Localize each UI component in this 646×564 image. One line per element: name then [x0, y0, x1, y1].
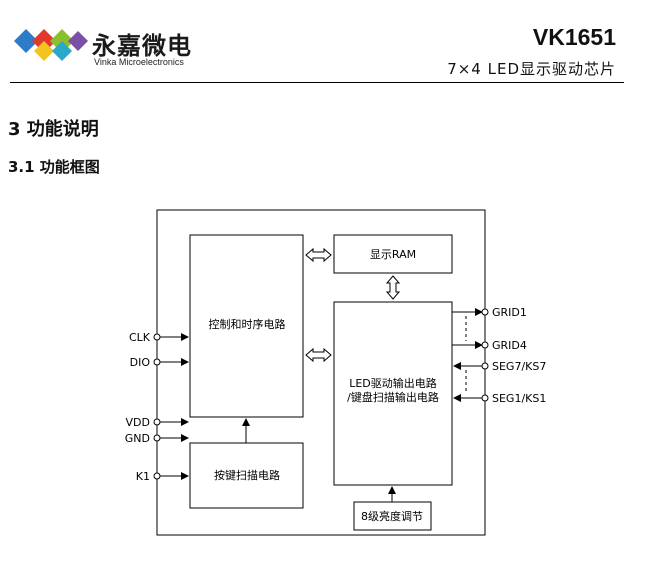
subsection-title: 3.1 功能框图 — [8, 158, 100, 176]
section-title: 3 功能说明 — [8, 119, 99, 140]
chip-subtitle: 7×4 LED显示驱动芯片 — [447, 60, 616, 78]
pin-k1-label: K1 — [136, 470, 150, 483]
header-divider — [10, 82, 624, 83]
pin-grid1-label: GRID1 — [492, 306, 527, 319]
company-logo-icon — [14, 29, 88, 61]
pin-grid4-label: GRID4 — [492, 339, 527, 352]
ram-driver-arrow-icon — [385, 275, 401, 300]
led-driver-block — [333, 301, 453, 486]
keyscan-label: 按键扫描电路 — [214, 468, 280, 482]
display-ram-label: 显示RAM — [370, 248, 416, 261]
left-pins: CLK DIO VDD GND K1 — [125, 331, 189, 483]
brightness-label: 8级亮度调节 — [361, 509, 423, 523]
control-timing-block — [189, 234, 304, 418]
chip-model: VK1651 — [532, 24, 616, 50]
display-ram-block — [333, 234, 453, 274]
led-driver-label-1: LED驱动输出电路 — [349, 376, 437, 390]
brand-name-cn: 永嘉微电 — [92, 32, 192, 60]
right-pins: GRID1 GRID4 SEG7/KS7 SEG1/KS1 — [452, 306, 546, 405]
control-ram-arrow-icon — [305, 247, 332, 263]
control-timing-label: 控制和时序电路 — [209, 317, 286, 331]
chip-outline — [156, 209, 486, 536]
keyscan-block — [189, 442, 304, 509]
pin-vdd-label: VDD — [126, 416, 150, 429]
pin-seg1-label: SEG1/KS1 — [492, 392, 546, 405]
brand-name-en: Vinka Microelectronics — [94, 57, 184, 67]
pin-clk-label: CLK — [129, 331, 151, 344]
brightness-block — [353, 501, 432, 531]
pin-dio-label: DIO — [130, 356, 151, 369]
pin-gnd-label: GND — [125, 432, 150, 445]
pin-seg7-label: SEG7/KS7 — [492, 360, 546, 373]
led-driver-label-2: /键盘扫描输出电路 — [347, 390, 439, 404]
control-driver-arrow-icon — [305, 347, 332, 363]
